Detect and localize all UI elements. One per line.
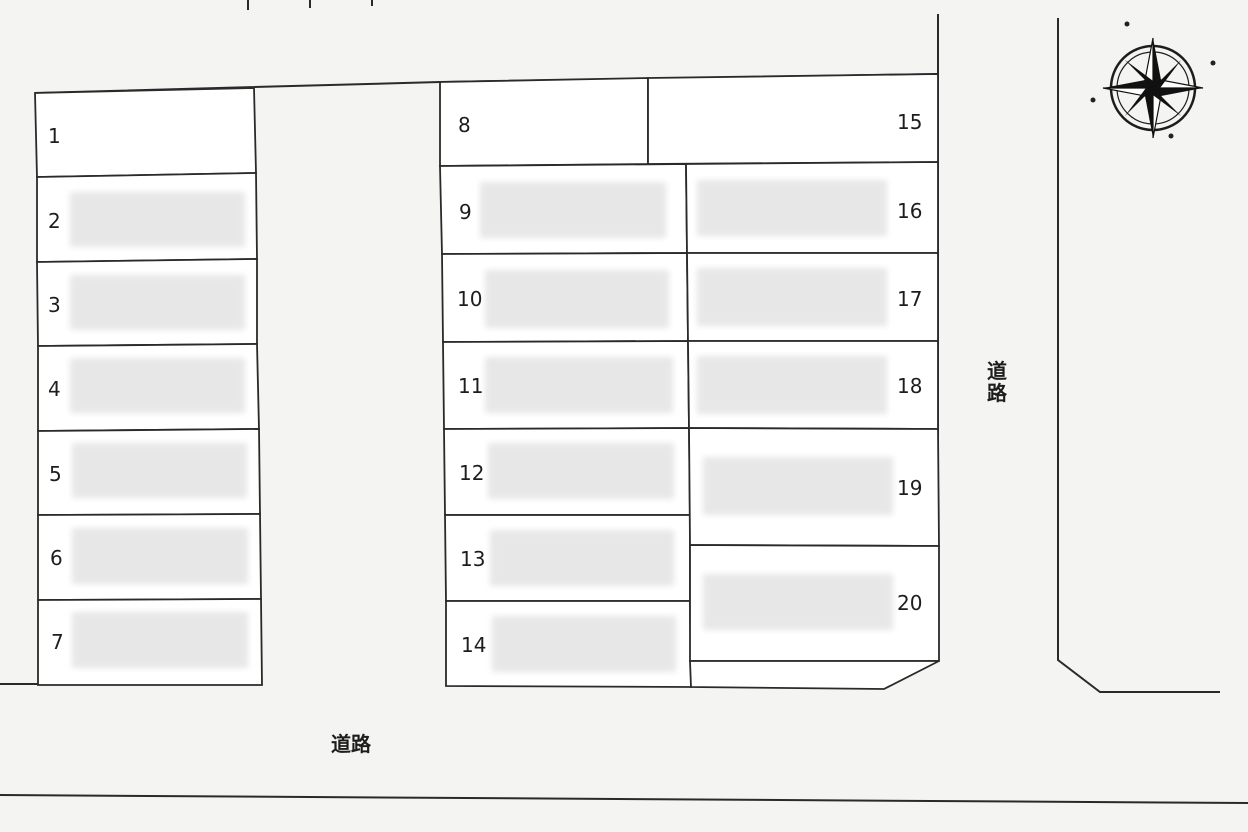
lot-number: 15 [897, 110, 923, 134]
lot-column-left [34, 87, 263, 686]
lot-number: 17 [897, 287, 923, 311]
lot-15[interactable] [647, 73, 939, 165]
road-right-edge [1057, 18, 1220, 693]
lot-number: 1 [48, 124, 61, 148]
road-label-bottom: 道路 [331, 732, 371, 756]
lot-column-middle [439, 77, 692, 688]
lot-number: 3 [48, 293, 61, 317]
lot-1[interactable] [34, 87, 257, 178]
lot-number: 7 [51, 630, 64, 654]
lot-number: 6 [50, 546, 63, 570]
road-bottom-edge [0, 794, 1248, 804]
lot-number: 9 [459, 200, 472, 224]
lot-number: 5 [49, 462, 62, 486]
lot-number: 13 [460, 547, 486, 571]
lot-number: 14 [461, 633, 487, 657]
lot-number: 19 [897, 476, 923, 500]
lot-8[interactable] [439, 77, 649, 167]
lot-number: 8 [458, 113, 471, 137]
lot-number: 20 [897, 591, 923, 615]
lot-number: 12 [459, 461, 485, 485]
lot-number: 11 [458, 374, 484, 398]
compass-rose-icon [1090, 21, 1216, 139]
corner-strip [689, 660, 940, 690]
lot-number: 2 [48, 209, 61, 233]
road-label-right: 道路 [987, 359, 1007, 405]
lot-number: 4 [48, 377, 61, 401]
lot-number: 16 [897, 199, 923, 223]
lot-number: 18 [897, 374, 923, 398]
lot-column-right [647, 73, 940, 690]
lot-number: 10 [457, 287, 483, 311]
